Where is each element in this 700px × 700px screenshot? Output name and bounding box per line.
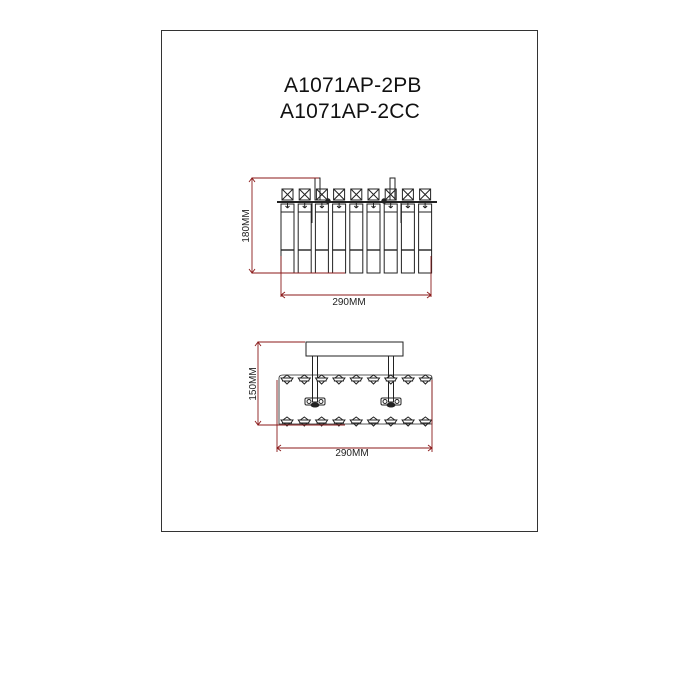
bottom-plan-view	[278, 341, 433, 427]
front-width-dimension	[280, 256, 432, 299]
model-number-cc: A1071AP-2CC	[280, 100, 420, 123]
bottom-height-dimension	[254, 341, 345, 426]
bottom-width-dimension	[276, 380, 433, 452]
bottom-height-label: 150MM	[248, 367, 259, 400]
front-height-dimension	[248, 177, 345, 274]
front-width-label: 290MM	[332, 297, 365, 308]
model-number-pb: A1071AP-2PB	[284, 74, 422, 97]
front-elevation-view	[277, 177, 437, 274]
front-height-label: 180MM	[241, 209, 252, 242]
bottom-width-label: 290MM	[335, 448, 368, 459]
